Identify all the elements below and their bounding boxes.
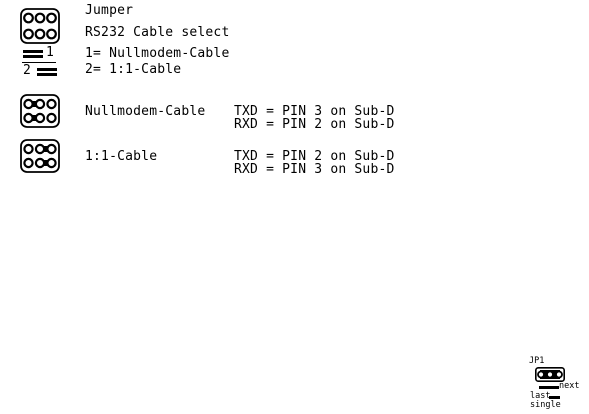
nullmodem-rxd: RXD = PIN 2 on Sub-D xyxy=(234,117,395,132)
nullmodem-jumper-icon xyxy=(20,94,60,128)
marker-1-label: 1 xyxy=(46,45,55,60)
nullmodem-label: Nullmodem-Cable xyxy=(85,104,206,119)
jp1-label: JP1 xyxy=(529,356,545,366)
straight-cable-jumper-icon xyxy=(20,139,60,173)
jp1-jumper-icon xyxy=(535,367,565,382)
jp1-single-label: single xyxy=(530,400,561,410)
jumper-title: Jumper xyxy=(85,3,134,18)
position-marker-1-icon xyxy=(23,50,43,58)
jp1-last-label: last xyxy=(530,391,551,401)
marker-divider xyxy=(22,62,56,63)
marker-2-label: 2 xyxy=(23,63,32,78)
straight-cable-label: 1:1-Cable xyxy=(85,149,158,164)
jp1-next-label: next xyxy=(559,381,580,391)
jp1-next-bar xyxy=(539,386,559,389)
option-1-text: 1= Nullmodem-Cable xyxy=(85,46,230,61)
position-marker-2-icon xyxy=(37,68,57,76)
nullmodem-txd: TXD = PIN 3 on Sub-D xyxy=(234,104,395,119)
straight-cable-rxd: RXD = PIN 3 on Sub-D xyxy=(234,162,395,177)
jumper-block-icon xyxy=(20,8,60,44)
straight-cable-txd: TXD = PIN 2 on Sub-D xyxy=(234,149,395,164)
option-2-text: 2= 1:1-Cable xyxy=(85,62,182,77)
rs232-subtitle: RS232 Cable select xyxy=(85,25,230,40)
jp1-last-bar xyxy=(549,396,560,399)
